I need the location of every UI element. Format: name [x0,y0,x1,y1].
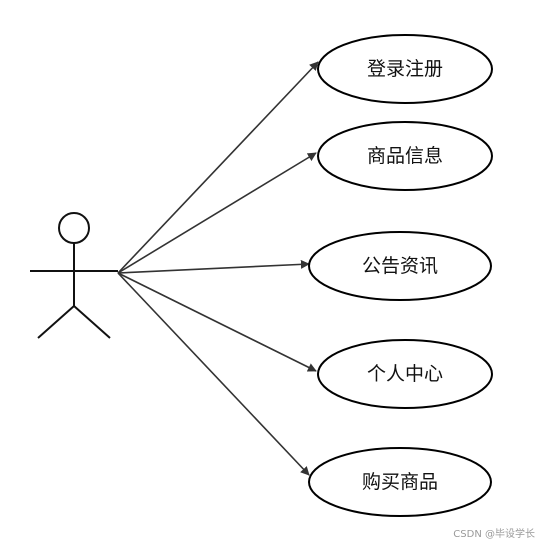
use-case-ellipse-personal [317,339,493,409]
use-case-notices: 公告资讯 [308,231,492,301]
actor-left-leg [37,305,75,339]
association-arrow-products [117,152,317,274]
use-case-label-products: 商品信息 [367,145,443,167]
use-case-ellipse-products [317,121,493,191]
watermark: CSDN @毕设学长 [453,529,535,540]
use-case-label-notices: 公告资讯 [362,255,438,277]
actor [30,212,118,339]
use-case-label-personal: 个人中心 [367,363,443,385]
use-case-ellipse-notices [308,231,492,301]
association-lines [117,61,319,476]
use-case-ellipse-purchase [308,447,492,517]
association-arrow-login [117,61,319,274]
use-case-purchase: 购买商品 [308,447,492,517]
use-case-label-login: 登录注册 [367,58,443,80]
association-arrow-personal [117,272,317,372]
use-case-ellipse-login [317,34,493,104]
actor-right-leg [73,305,111,339]
association-arrow-notices [117,259,310,274]
use-case-products: 商品信息 [317,121,493,191]
use-case-label-purchase: 购买商品 [362,471,438,493]
use-case-personal: 个人中心 [317,339,493,409]
actor-head [58,212,90,244]
association-arrow-purchase [117,272,310,476]
use-case-login: 登录注册 [317,34,493,104]
